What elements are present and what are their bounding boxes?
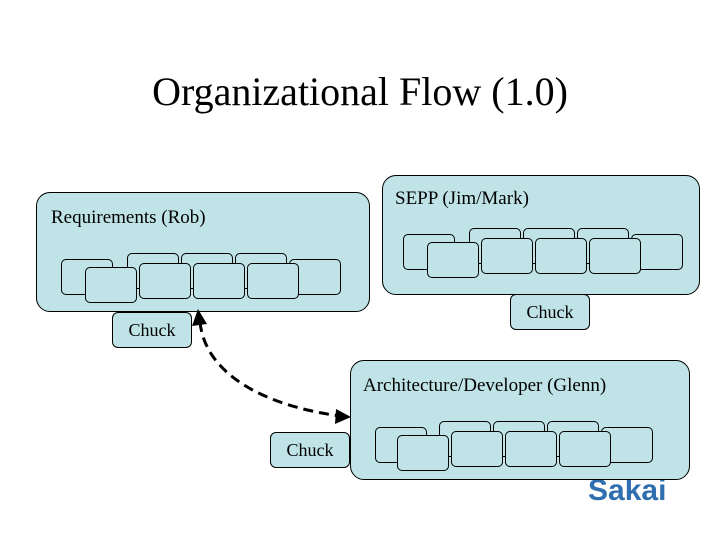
architecture-group: Architecture/Developer (Glenn) [350, 360, 690, 480]
requirements-card [85, 267, 137, 303]
architecture-card [505, 431, 557, 467]
architecture-card [451, 431, 503, 467]
requirements-card [193, 263, 245, 299]
arrowhead-right [335, 409, 351, 424]
requirements-card [247, 263, 299, 299]
sepp-card [589, 238, 641, 274]
requirements-card [139, 263, 191, 299]
requirements-group: Requirements (Rob) [36, 192, 370, 312]
requirements-group-label: Requirements (Rob) [51, 207, 206, 228]
architecture-liaison-box: Chuck [270, 432, 350, 468]
sepp-liaison-box: Chuck [510, 294, 590, 330]
sepp-group-label: SEPP (Jim/Mark) [395, 188, 529, 209]
architecture-group-label: Architecture/Developer (Glenn) [363, 375, 607, 396]
sepp-card [535, 238, 587, 274]
architecture-card [397, 435, 449, 471]
arrowhead-up [192, 309, 207, 326]
requirements-liaison-box: Chuck [112, 312, 192, 348]
sepp-group: SEPP (Jim/Mark) [382, 175, 700, 295]
page-title: Organizational Flow (1.0) [152, 69, 568, 114]
sepp-card [427, 242, 479, 278]
sepp-card [481, 238, 533, 274]
architecture-card [559, 431, 611, 467]
liaison-arrow-line [198, 321, 341, 418]
